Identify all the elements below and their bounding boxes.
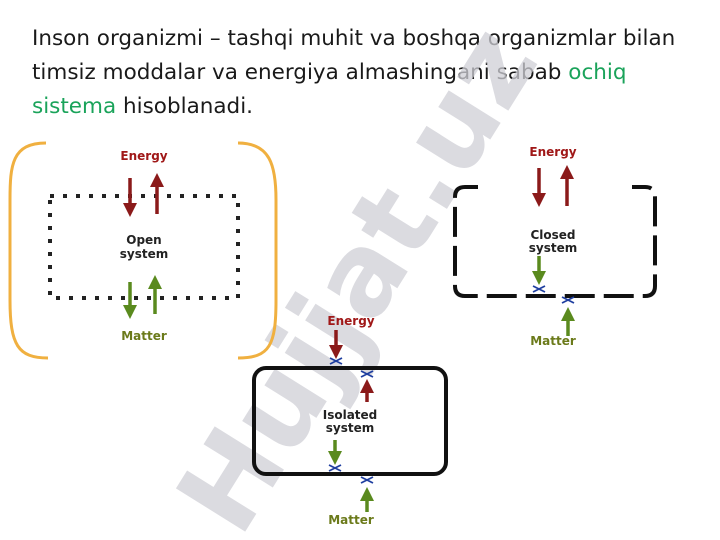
open-system-highlight-frame [8, 141, 278, 360]
closed-system-label-line2: system [529, 241, 578, 255]
isolated-system-diagram: Energy Isolated system Matter [252, 314, 448, 527]
heading-text: Inson organizmi – tashqi muhit va boshqa… [32, 22, 692, 124]
isolated-system-label-line2: system [326, 421, 375, 435]
watermark: Hujjat.uz [152, 5, 563, 540]
closed-system-diagram: Energy Closed system Matter [453, 145, 657, 348]
isolated-energy-label: Energy [327, 314, 374, 328]
open-system-label-line1: Open [126, 233, 161, 247]
open-energy-label: Energy [120, 149, 167, 163]
closed-matter-label: Matter [530, 334, 576, 348]
isolated-matter-block-mark-inner [328, 464, 342, 472]
closed-energy-label: Energy [529, 145, 576, 159]
open-system-diagram: Energy Open system Matter [8, 141, 278, 360]
open-system-label-line2: system [120, 247, 169, 261]
closed-matter-block-mark-inner [532, 285, 546, 293]
isolated-system-boundary [252, 366, 448, 476]
heading-part2: hisoblanadi. [116, 94, 253, 119]
heading-part1: Inson organizmi – tashqi muhit va boshqa… [32, 26, 676, 85]
heading-highlight: ochiq sistema [32, 60, 627, 119]
isolated-system-label-line1: Isolated [323, 408, 378, 422]
closed-matter-block-mark-outer [561, 296, 575, 304]
open-matter-label: Matter [121, 329, 167, 343]
closed-system-label-line1: Closed [530, 228, 575, 242]
closed-system-boundary [453, 185, 657, 298]
isolated-energy-block-mark-outer [329, 357, 343, 365]
isolated-energy-block-mark-inner [360, 370, 374, 378]
isolated-matter-block-mark-outer [360, 476, 374, 484]
open-system-boundary [48, 194, 240, 300]
isolated-matter-label: Matter [328, 513, 374, 527]
watermark-text: Hujjat.uz [152, 5, 563, 540]
